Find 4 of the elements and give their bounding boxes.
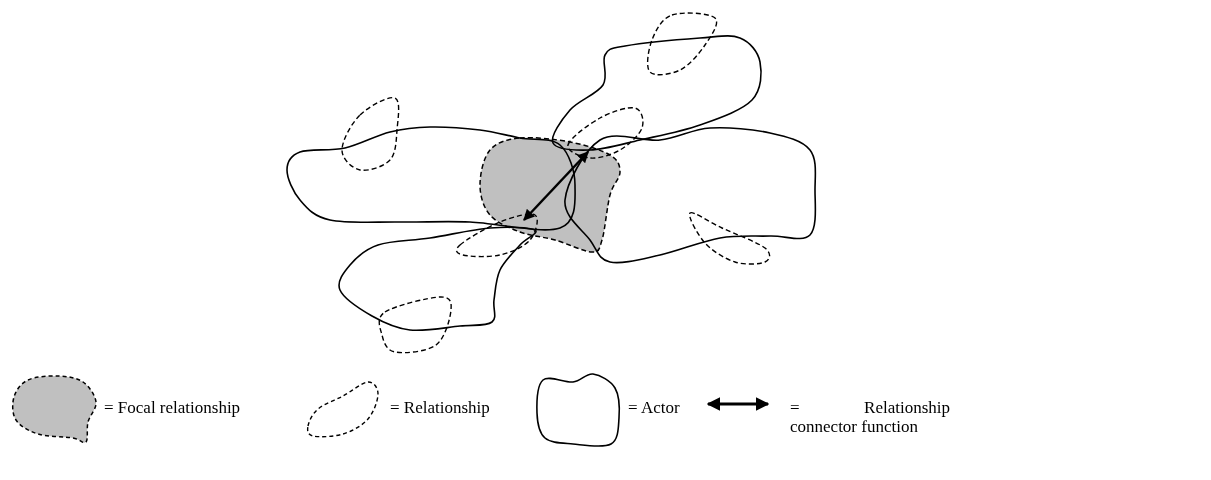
legend-text: = Relationship <box>390 398 491 417</box>
legend-text: = Relationship connector function <box>790 398 950 436</box>
legend-text: = Focal relationship <box>104 398 242 417</box>
legend-text: = Actor <box>628 398 681 417</box>
